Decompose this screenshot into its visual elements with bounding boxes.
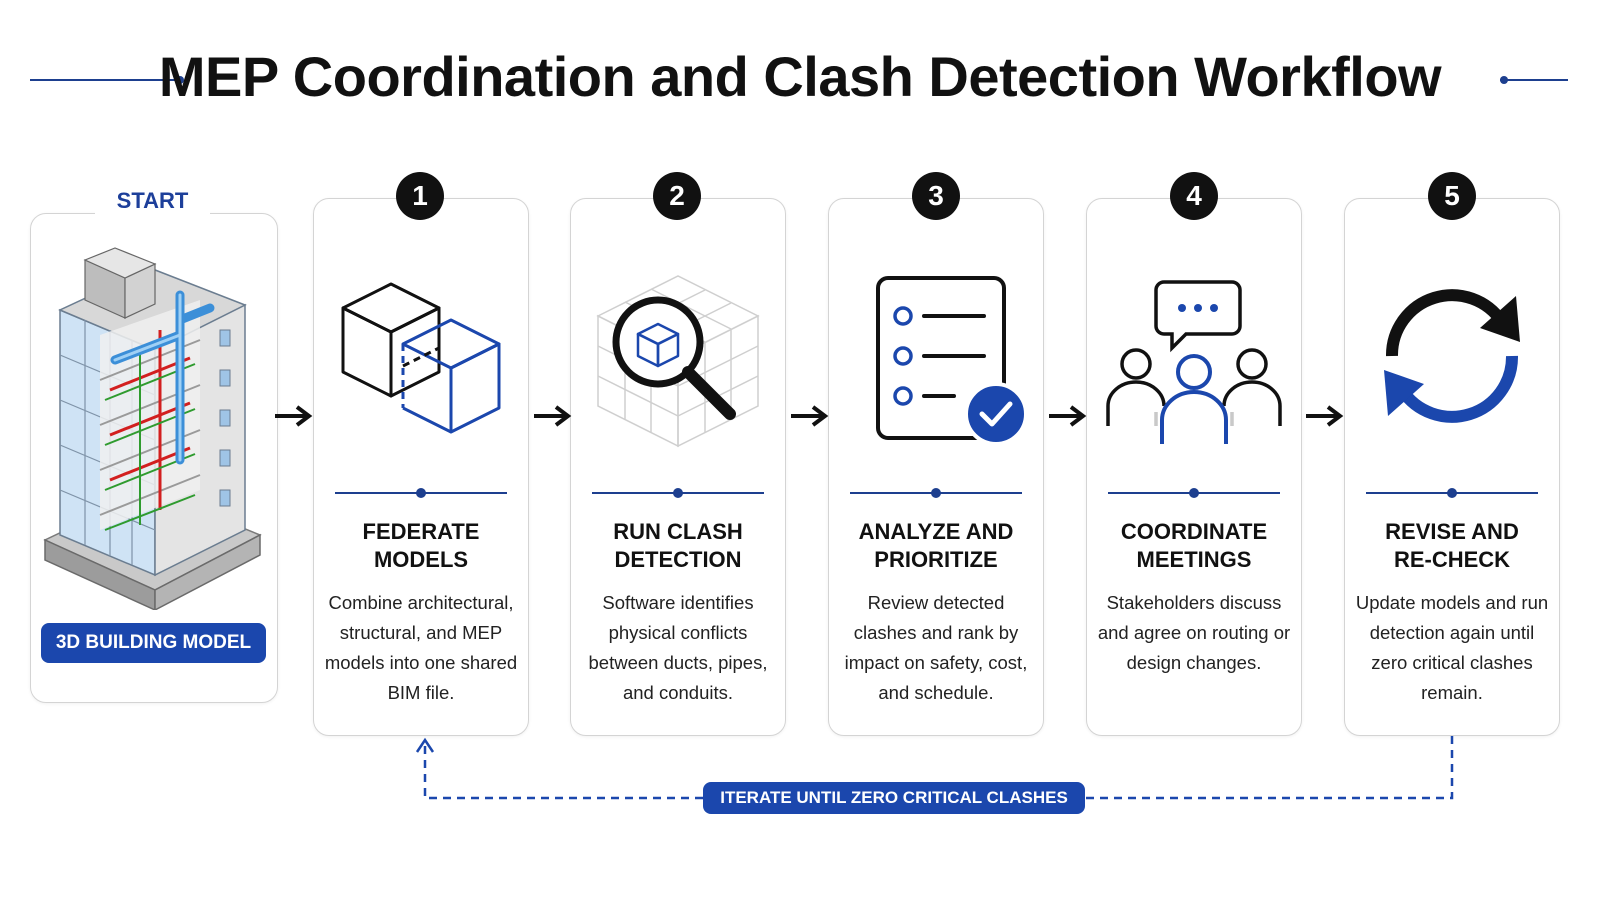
step-title-line: RE-CHECK: [1393, 547, 1511, 572]
page-title: MEP Coordination and Clash Detection Wor…: [158, 45, 1442, 108]
step-title-line: RUN CLASH: [613, 519, 743, 544]
step-description-5: Update models and run detection again un…: [1355, 592, 1549, 703]
step-title-line: PRIORITIZE: [874, 547, 998, 572]
flow-arrow-icon: [1049, 405, 1087, 427]
step-description-4: Stakeholders discuss and agree on routin…: [1097, 592, 1291, 673]
step-description-3: Review detected clashes and rank by impa…: [844, 592, 1028, 703]
step-title-line: ANALYZE AND: [858, 519, 1014, 544]
step-description-1: Combine architectural, structural, and M…: [324, 592, 518, 703]
step-divider-dot-2: [673, 488, 683, 498]
step-title-4: COORDINATE MEETINGS: [1086, 518, 1302, 574]
step-title-line: REVISE AND: [1385, 519, 1519, 544]
step-description-2: Software identifies physical conflicts b…: [588, 592, 768, 703]
flow-arrow-icon: [534, 405, 572, 427]
step-number-4: 4: [1170, 172, 1218, 220]
flow-arrow-icon: [1306, 405, 1344, 427]
step-title-1: FEDERATE MODELS: [313, 518, 529, 574]
team-chat-icon: [1106, 280, 1282, 444]
step-divider-dot-3: [931, 488, 941, 498]
flow-arrow-icon: [275, 405, 313, 427]
title-row: MEP Coordination and Clash Detection Wor…: [0, 40, 1600, 120]
step-card-2: [570, 198, 786, 736]
step-title-line: COORDINATE: [1120, 519, 1268, 544]
step-card-5: [1344, 198, 1560, 736]
flow-arrow-icon: [791, 405, 829, 427]
title-rule-dot-left: [176, 76, 184, 84]
checklist-icon: [876, 276, 1028, 446]
step-title-line: MEETINGS: [1136, 547, 1252, 572]
step-number-1: 1: [396, 172, 444, 220]
step-number-2: 2: [653, 172, 701, 220]
step-divider-dot-5: [1447, 488, 1457, 498]
step-title-5: REVISE AND RE-CHECK: [1344, 518, 1560, 574]
step-divider-dot-4: [1189, 488, 1199, 498]
step-title-line: FEDERATE MODELS: [362, 519, 480, 572]
step-title-line: DETECTION: [614, 547, 742, 572]
magnifier-grid-icon: [596, 275, 760, 448]
refresh-cycle-icon: [1384, 289, 1520, 423]
step-divider-dot-1: [416, 488, 426, 498]
iterate-loop-label: ITERATE UNTIL ZERO CRITICAL CLASHES: [703, 782, 1085, 814]
step-number-5: 5: [1428, 172, 1476, 220]
building-model-icon: [43, 247, 262, 610]
step-title-2: RUN CLASH DETECTION: [570, 518, 786, 574]
step-number-3: 3: [912, 172, 960, 220]
overlapping-cubes-icon: [341, 282, 501, 434]
step-title-3: ANALYZE AND PRIORITIZE: [828, 518, 1044, 574]
title-rule-left: [30, 79, 180, 81]
title-rule-right: [1500, 79, 1568, 81]
start-label: START: [95, 186, 210, 216]
start-badge: 3D BUILDING MODEL: [41, 623, 266, 663]
step-card-1: [313, 198, 529, 736]
